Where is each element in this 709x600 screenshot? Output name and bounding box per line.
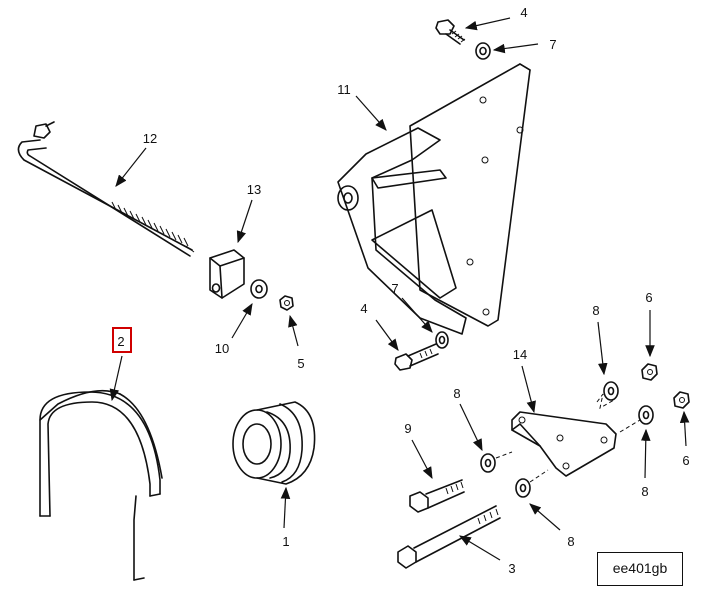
drive-belt bbox=[39, 389, 163, 581]
callout-12: 12 bbox=[143, 131, 157, 146]
washer-8-d bbox=[515, 478, 531, 498]
washer-8-b bbox=[638, 405, 654, 425]
bolt-lower bbox=[394, 343, 439, 371]
highlight-box-callout-2 bbox=[112, 327, 132, 353]
washer-lower bbox=[435, 331, 449, 349]
callout-13: 13 bbox=[247, 182, 261, 197]
callout-labels: 4 7 11 12 13 10 5 4 7 2 1 8 6 14 8 9 6 8… bbox=[117, 5, 689, 576]
leader-lines bbox=[109, 17, 690, 561]
pulley bbox=[232, 401, 316, 485]
callout-8-a: 8 bbox=[592, 303, 599, 318]
washer-8-c bbox=[480, 453, 496, 473]
bolt-3 bbox=[397, 505, 501, 569]
washer-10 bbox=[250, 279, 268, 299]
callout-7-top: 7 bbox=[549, 37, 556, 52]
support-plate bbox=[511, 411, 617, 477]
callout-10: 10 bbox=[215, 341, 229, 356]
callout-8-d: 8 bbox=[567, 534, 574, 549]
callout-6-a: 6 bbox=[645, 290, 652, 305]
bolt-9 bbox=[409, 479, 465, 513]
callout-8-b: 8 bbox=[641, 484, 648, 499]
callout-4-top: 4 bbox=[520, 5, 527, 20]
callout-11: 11 bbox=[337, 82, 351, 97]
callout-9: 9 bbox=[404, 421, 411, 436]
callout-7-lower: 7 bbox=[391, 281, 398, 296]
callout-1: 1 bbox=[282, 534, 289, 549]
callout-8-c: 8 bbox=[453, 386, 460, 401]
callout-3: 3 bbox=[508, 561, 515, 576]
callout-2: 2 bbox=[117, 334, 124, 349]
figure-id-box: ee401gb bbox=[597, 552, 683, 586]
clevis-block bbox=[209, 249, 245, 299]
washer-8-a bbox=[603, 381, 619, 401]
bolt-top bbox=[435, 19, 466, 45]
nut-6-b bbox=[673, 391, 690, 409]
figure-id: ee401gb bbox=[612, 560, 668, 576]
washer-top bbox=[475, 42, 491, 60]
callout-14: 14 bbox=[513, 347, 527, 362]
nut-6-a bbox=[641, 363, 658, 381]
adjusting-rod bbox=[17, 121, 195, 257]
callout-6-b: 6 bbox=[682, 453, 689, 468]
callout-5: 5 bbox=[297, 356, 304, 371]
mounting-bracket bbox=[337, 63, 531, 335]
nut-5 bbox=[279, 295, 294, 311]
callout-4-lower: 4 bbox=[360, 301, 367, 316]
